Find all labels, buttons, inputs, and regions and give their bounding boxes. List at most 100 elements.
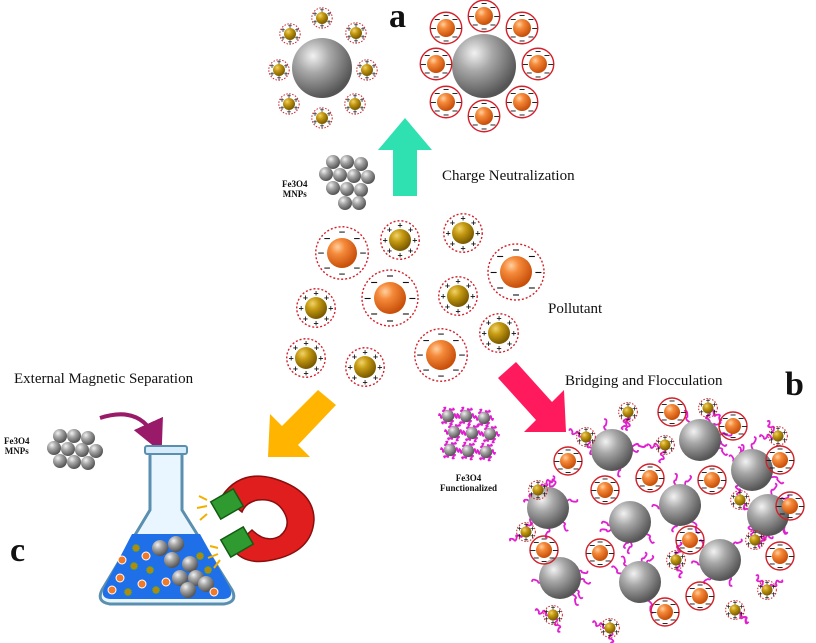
plus-charge: +	[656, 438, 661, 445]
positive-particle: ++++++	[279, 23, 301, 46]
plus-charge: +	[577, 430, 582, 437]
pollutant-dot	[117, 555, 127, 565]
plus-charge: +	[397, 251, 403, 259]
magnetic-nanoparticle	[347, 169, 361, 183]
plus-charge: +	[601, 629, 606, 636]
minus-charge: −	[528, 89, 535, 98]
magnetic-nanoparticle	[75, 443, 89, 457]
mnps-cluster-top	[319, 155, 375, 210]
minus-charge: −	[433, 72, 440, 81]
plus-charge: +	[377, 363, 383, 371]
mnps-top-line1: Fe3O4	[282, 179, 308, 189]
plus-charge: +	[662, 450, 667, 457]
plus-charge: +	[287, 23, 292, 30]
plus-charge: +	[673, 565, 678, 572]
minus-charge: −	[512, 245, 520, 256]
minus-charge: −	[650, 608, 657, 617]
plus-charge: +	[632, 413, 637, 420]
minus-charge: −	[670, 600, 677, 609]
positive-particle: ++++++	[576, 427, 596, 449]
minus-charge: −	[452, 107, 459, 116]
plus-charge: +	[775, 426, 780, 433]
plus-charge: +	[758, 583, 763, 590]
minus-charge: −	[430, 98, 437, 107]
minus-charge: −	[779, 494, 786, 503]
minus-charge: −	[597, 560, 604, 569]
curved-arrow-icon	[99, 412, 163, 453]
plus-charge: +	[450, 219, 456, 227]
minus-charge: −	[533, 538, 540, 547]
plus-charge: +	[769, 429, 774, 436]
negative-particle: −−−−−−−−	[419, 47, 453, 81]
magnetic-nanoparticle	[326, 181, 340, 195]
minus-charge: −	[680, 408, 687, 417]
magnetic-nanoparticle	[81, 431, 95, 445]
plus-charge: +	[269, 71, 274, 78]
magnet-icon	[209, 475, 315, 563]
plus-charge: +	[276, 75, 281, 82]
negative-particle: −−−−−−−−	[467, 99, 501, 133]
plus-charge: +	[557, 616, 562, 623]
negative-particle: −−−−−−−−	[505, 11, 539, 45]
minus-charge: −	[697, 603, 704, 612]
minus-charge: −	[594, 478, 601, 487]
plus-charge: +	[619, 405, 624, 412]
large-magnetic-particle	[731, 449, 773, 491]
minus-charge: −	[472, 3, 479, 12]
functionalized-nanoparticle	[442, 410, 454, 422]
neutralized-cluster-right: −−−−−−−−−−−−−−−−−−−−−−−−−−−−−−−−−−−−−−−−…	[419, 0, 555, 133]
plus-charge: +	[550, 620, 555, 627]
minus-charge: −	[528, 15, 535, 24]
minus-charge: −	[510, 33, 517, 42]
plus-charge: +	[662, 435, 667, 442]
magnetic-nanoparticle	[340, 155, 354, 169]
minus-charge: −	[679, 528, 686, 537]
plus-charge: +	[373, 374, 379, 382]
minus-charge: −	[689, 600, 696, 609]
minus-charge: −	[765, 456, 772, 465]
minus-charge: −	[785, 544, 792, 553]
plus-charge: +	[535, 480, 540, 487]
minus-charge: −	[798, 502, 805, 511]
minus-charge: −	[452, 89, 459, 98]
negative-particle: −−−−−−−−	[685, 581, 715, 612]
positive-particle: ++++++++	[286, 338, 326, 378]
plus-charge: +	[440, 292, 446, 300]
minus-charge: −	[531, 24, 538, 33]
plus-charge: +	[298, 304, 304, 312]
functionalized-nanoparticle	[466, 427, 478, 439]
positive-particle: ++++++++	[438, 276, 478, 316]
minus-charge: −	[738, 414, 745, 423]
minus-charge: −	[687, 547, 694, 556]
pollutant-dot	[161, 577, 171, 587]
minus-charge: −	[519, 85, 526, 94]
plus-charge: +	[412, 236, 418, 244]
minus-charge: −	[443, 11, 450, 20]
magnetic-nanoparticle	[333, 168, 347, 182]
minus-charge: −	[769, 544, 776, 553]
plus-charge: +	[523, 537, 528, 544]
plus-charge: +	[523, 522, 528, 529]
minus-charge: −	[317, 249, 325, 259]
minus-charge: −	[722, 430, 729, 439]
functionalized-line2: Functionalized	[440, 483, 498, 493]
positive-particle: ++++++	[757, 580, 777, 602]
plus-charge: +	[699, 409, 704, 416]
plus-charge: +	[619, 413, 624, 420]
plus-charge: +	[759, 541, 764, 548]
positive-particle: ++++++	[278, 93, 300, 116]
mnps-cluster-left	[47, 429, 103, 470]
plus-charge: +	[731, 501, 736, 508]
panel-letter-b: b	[785, 366, 804, 403]
plus-charge: +	[530, 533, 535, 540]
plus-charge: +	[288, 354, 294, 362]
minus-charge: −	[585, 549, 592, 558]
plus-charge: +	[303, 294, 309, 302]
positive-particle: ++++++	[311, 107, 333, 130]
large-magnetic-particle	[539, 557, 581, 599]
negative-particle: −−−−−−−−	[697, 465, 727, 496]
minus-charge: −	[654, 616, 661, 625]
minus-charge: −	[353, 234, 361, 244]
plus-charge: +	[373, 353, 379, 361]
minus-charge: −	[481, 0, 488, 8]
